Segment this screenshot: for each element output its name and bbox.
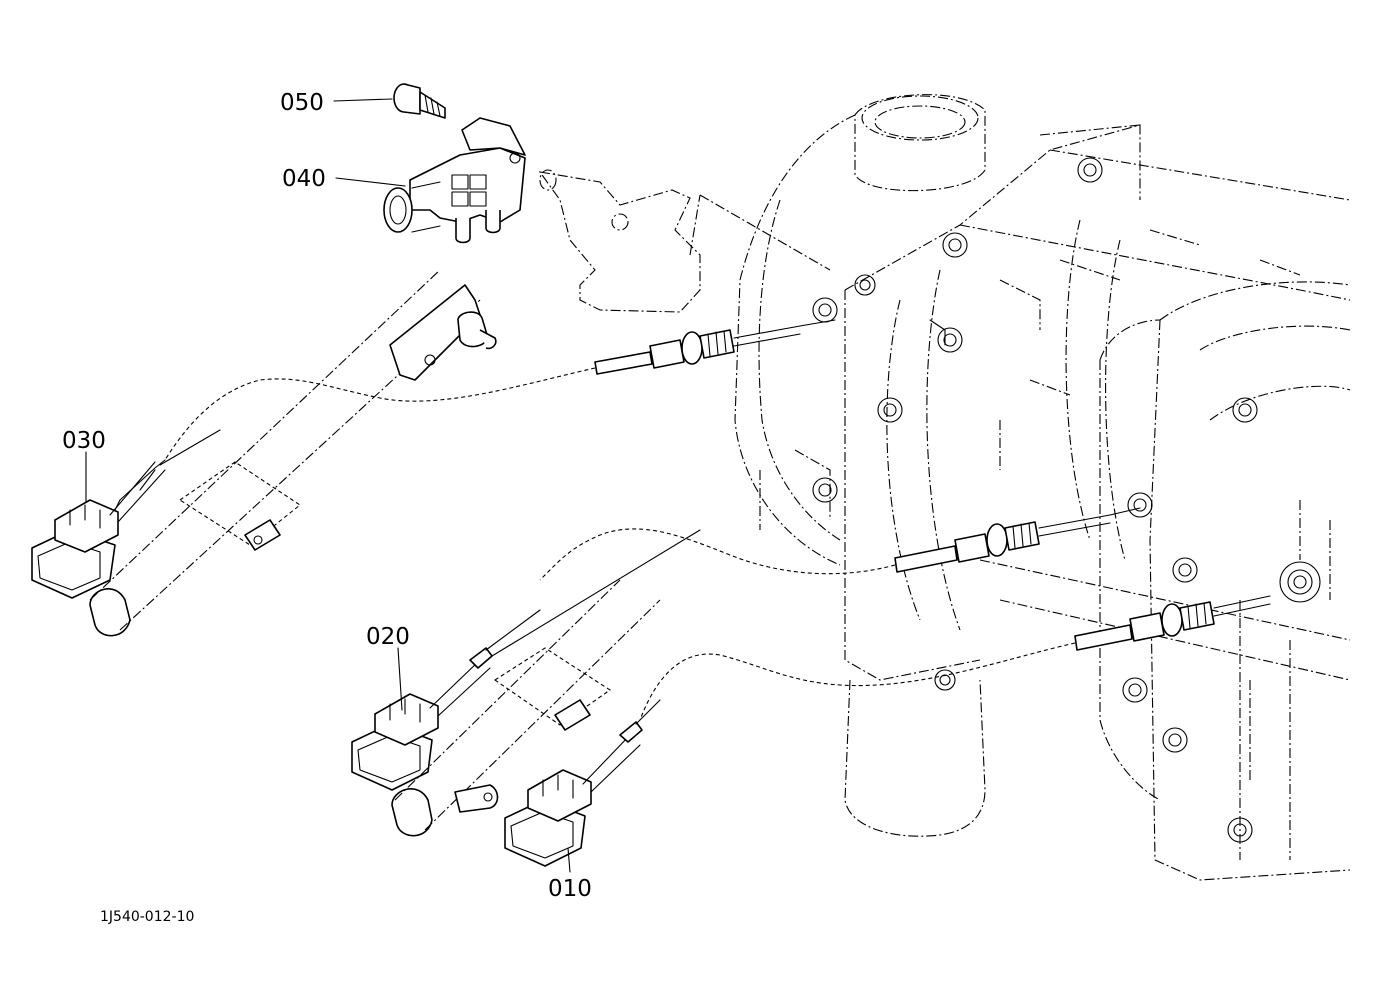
bolt-050: 050: [280, 83, 446, 119]
callout-030: 030: [62, 428, 106, 454]
connector-010: 010: [504, 699, 661, 902]
glow-plug-sensor-030: 030: [31, 269, 836, 637]
glow-plug-sensor-middle: [539, 507, 1141, 581]
pressure-sensor-040: 040: [282, 117, 526, 244]
callout-010: 010: [548, 876, 592, 902]
sensor-bracket: [538, 169, 831, 313]
callout-040: 040: [282, 166, 326, 192]
callout-020: 020: [366, 624, 410, 650]
engine-housing: [734, 94, 1351, 881]
drawing-number: 1J540-012-10: [100, 909, 194, 925]
callout-050: 050: [280, 90, 324, 116]
connector-020: 020: [351, 529, 701, 837]
glow-plug-sensor-lower: [639, 595, 1271, 721]
